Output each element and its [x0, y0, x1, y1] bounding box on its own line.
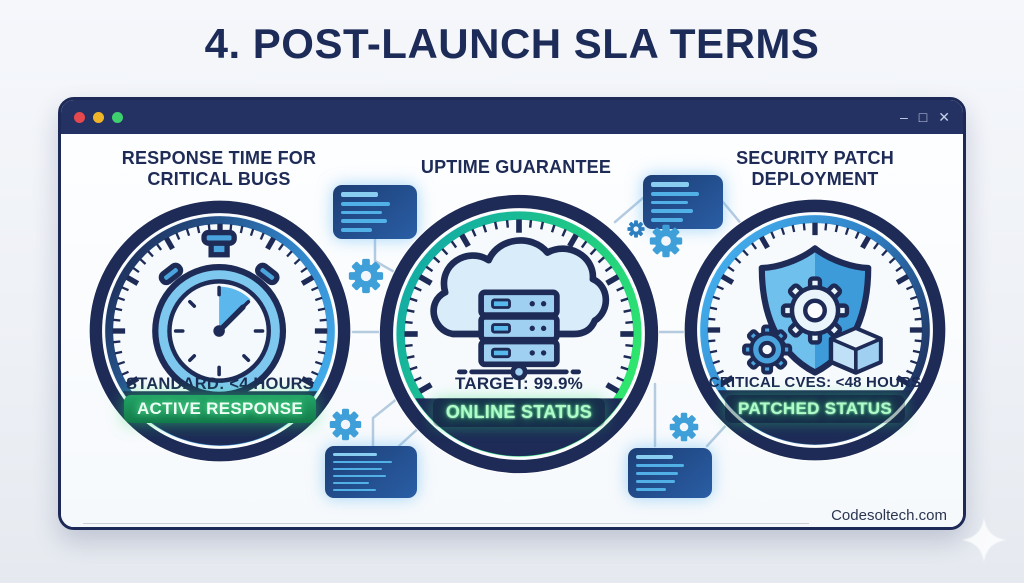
gauge-security-patch: CRITICAL CVES: <48 HOURS PATCHED STATUS [682, 197, 948, 463]
window-titlebar: – □ ✕ [61, 100, 963, 134]
gauge-response-time: STANDARD: <4 HOURS ACTIVE RESPONSE [87, 198, 353, 464]
panel-heading-response-time: RESPONSE TIME FOR CRITICAL BUGS [121, 148, 317, 190]
page-title: 4. POST-LAUNCH SLA TERMS [204, 20, 820, 67]
traffic-light-red-icon[interactable] [74, 111, 85, 123]
gauge-uptime: TARGET: 99.9% ONLINE STATUS [377, 192, 661, 476]
metric-label: TARGET: 99.9% [455, 373, 583, 393]
maximize-icon[interactable]: □ [918, 109, 928, 125]
cloud-server-icon [430, 237, 610, 381]
code-snippet-icon [643, 175, 723, 229]
code-snippet-icon [628, 448, 712, 498]
code-snippet-icon [333, 185, 417, 239]
status-badge: ONLINE STATUS [432, 397, 606, 427]
sparkle-icon [962, 518, 1006, 562]
status-badge: PATCHED STATUS [724, 395, 906, 424]
metric-label: STANDARD: <4 HOURS [125, 374, 315, 393]
app-window: – □ ✕ [58, 97, 966, 530]
stopwatch-icon [152, 229, 287, 398]
close-icon[interactable]: ✕ [938, 109, 950, 125]
metric-label: CRITICAL CVES: <48 HOURS [708, 373, 922, 391]
shield-gear-package-icon [742, 245, 883, 376]
footer-divider [83, 523, 809, 524]
window-body: RESPONSE TIME FOR CRITICAL BUGS UPTIME G… [61, 134, 963, 527]
website-label: Codesoltech.com [831, 507, 947, 524]
status-badge: ACTIVE RESPONSE [123, 394, 317, 423]
panel-heading-security-patch: SECURITY PATCH DEPLOYMENT [736, 148, 894, 190]
traffic-light-yellow-icon[interactable] [93, 111, 104, 123]
traffic-light-green-icon[interactable] [112, 111, 123, 123]
minimize-icon[interactable]: – [900, 109, 908, 125]
window-controls: – □ ✕ [900, 110, 950, 124]
code-snippet-icon [325, 446, 417, 498]
panel-heading-uptime: UPTIME GUARANTEE [420, 157, 612, 177]
